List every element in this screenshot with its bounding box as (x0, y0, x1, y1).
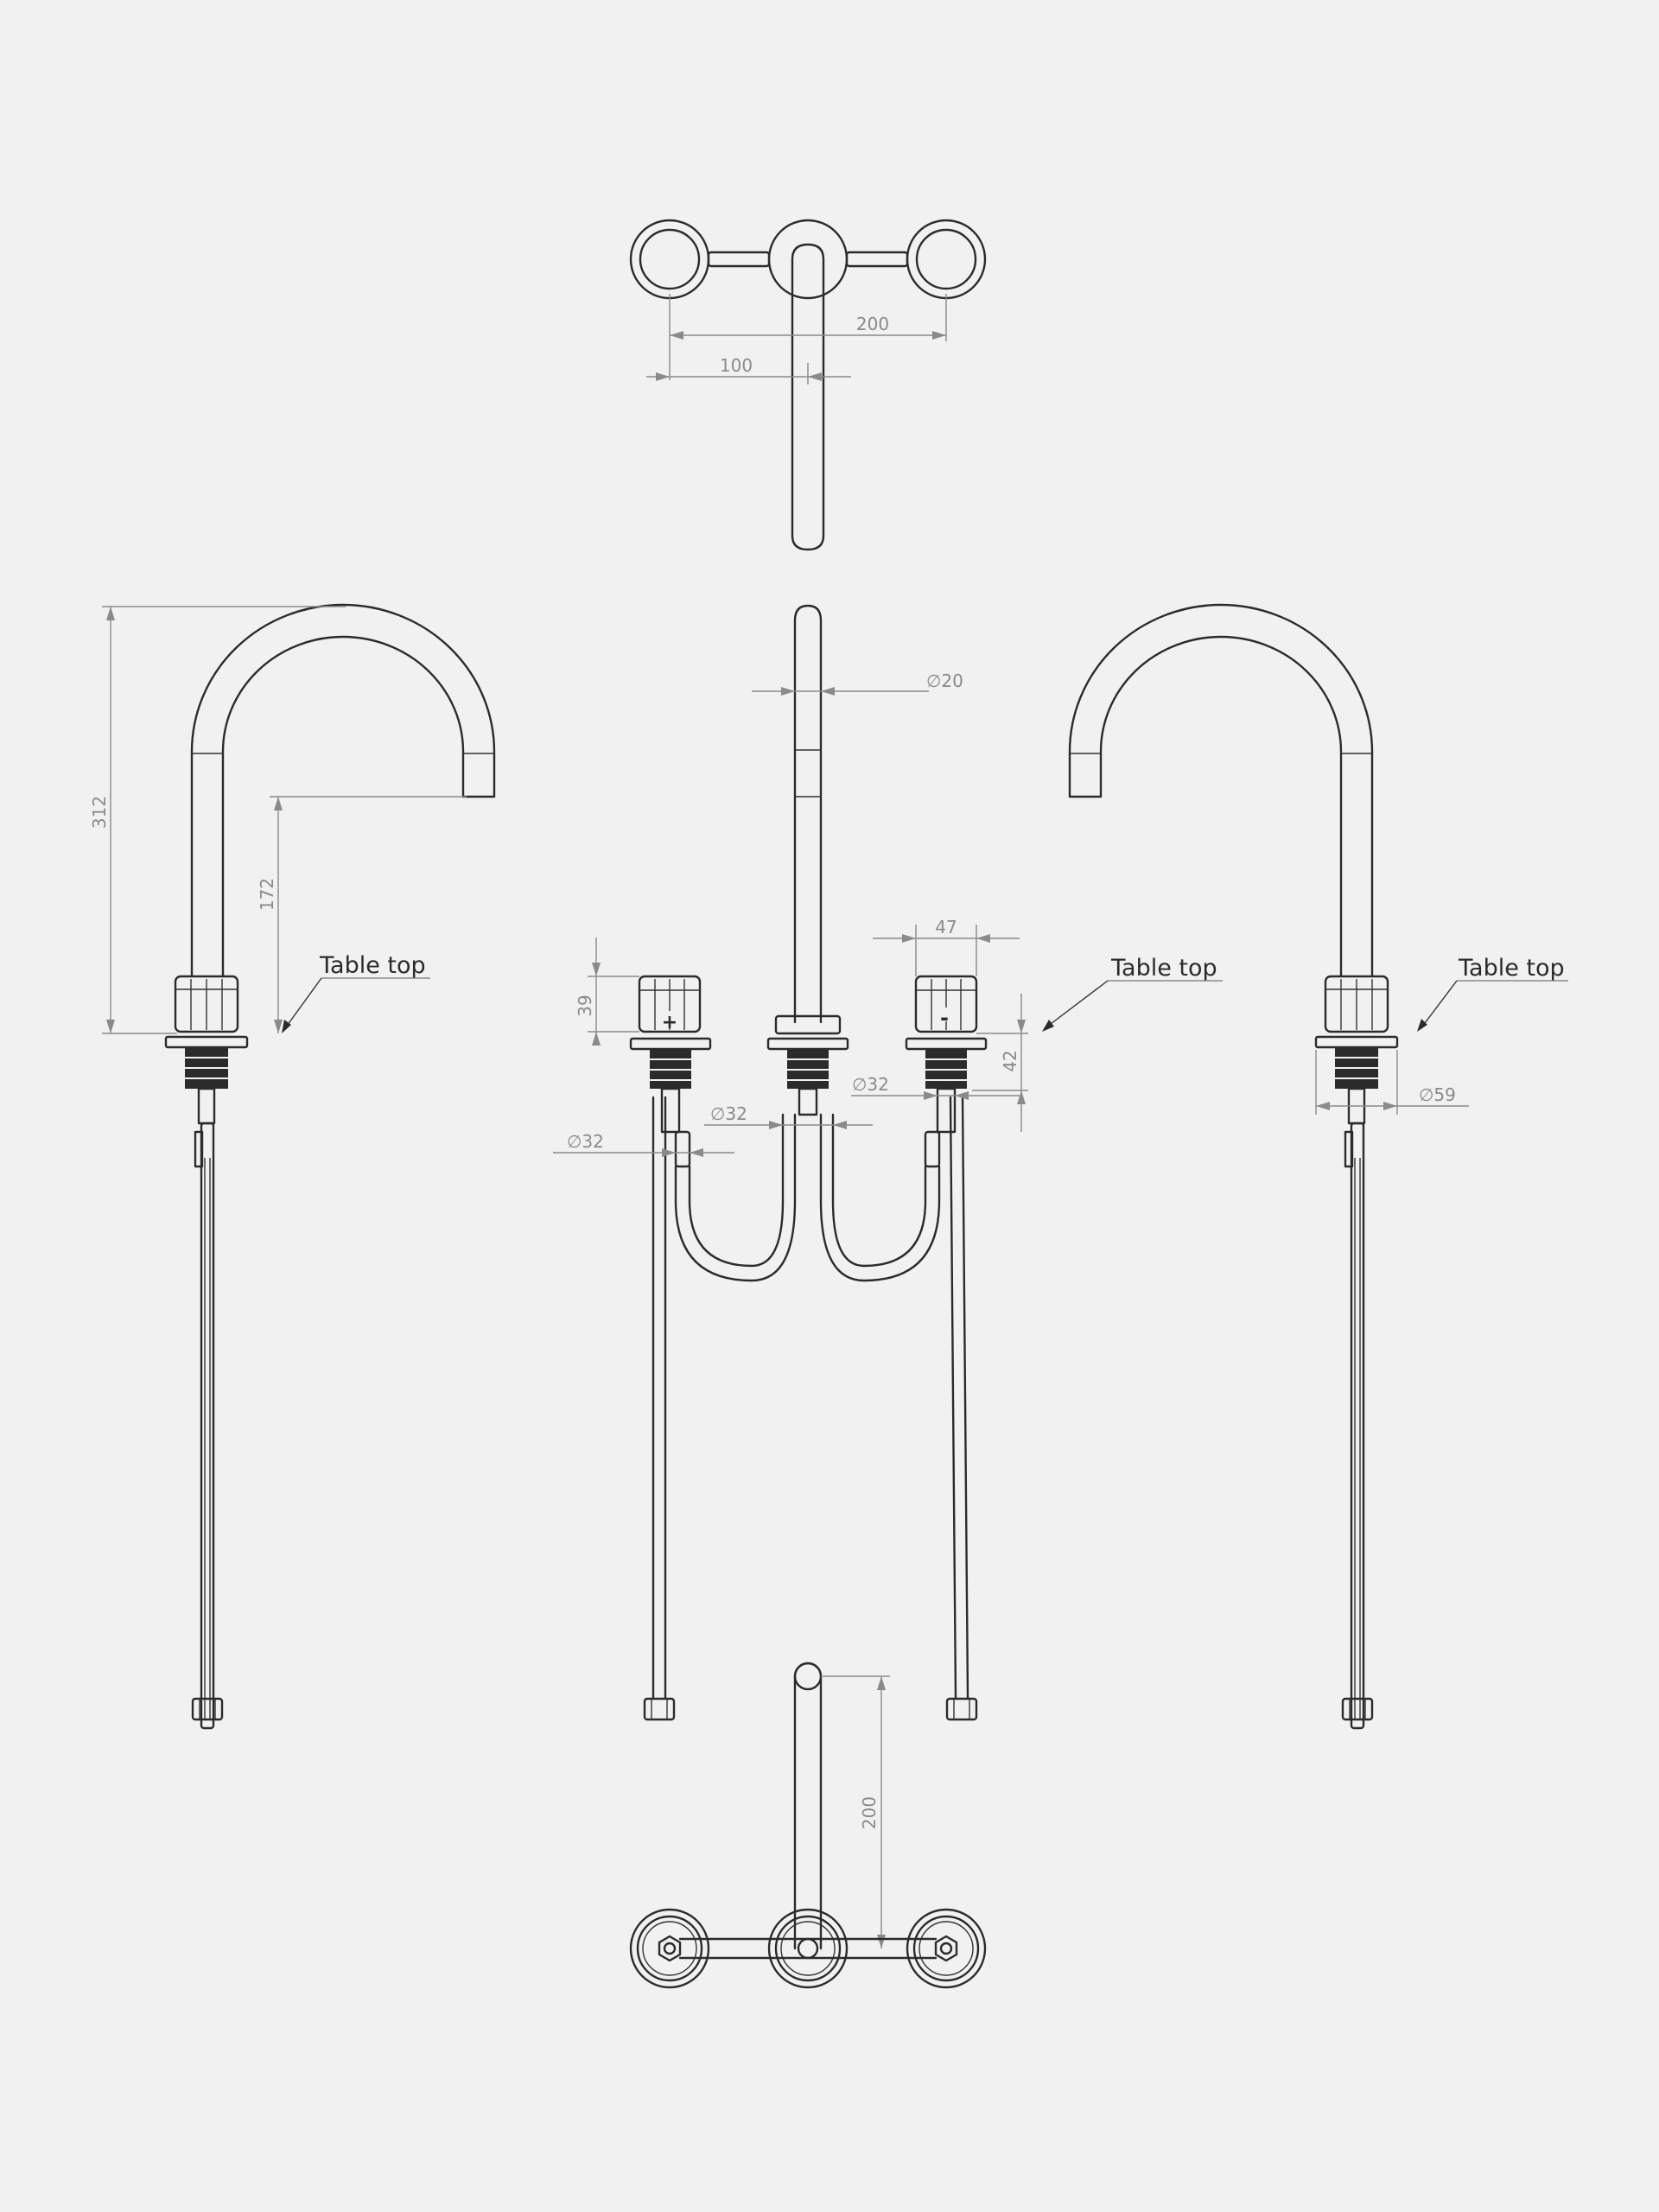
dim-47: 47 (935, 917, 957, 938)
right-side-view: ∅59 Table top (1068, 603, 1568, 1730)
hot-marker: + (662, 1012, 677, 1033)
dim-312: 312 (89, 796, 110, 829)
center-front-view: ∅20 + - (553, 604, 1223, 1721)
top-plan-view: 200 100 (629, 219, 987, 551)
dim-dia-20: ∅20 (926, 671, 963, 691)
dim-100-top: 100 (720, 355, 753, 376)
dim-dia-32-left: ∅32 (567, 1131, 604, 1152)
dim-dia-32-right: ∅32 (852, 1074, 889, 1095)
dim-dia-59: ∅59 (1419, 1084, 1456, 1105)
dim-39: 39 (575, 995, 595, 1016)
dim-200-top: 200 (856, 314, 889, 334)
dim-42: 42 (1000, 1050, 1020, 1071)
dim-172: 172 (257, 878, 277, 911)
dim-dia-32-center: ∅32 (710, 1103, 747, 1124)
table-top-label-right: Table top (1458, 955, 1565, 982)
table-top-label-left: Table top (319, 952, 426, 979)
bottom-plan-view: 200 (629, 1662, 987, 1989)
dim-200-bottom: 200 (859, 1796, 880, 1829)
table-top-label-center: Table top (1110, 955, 1217, 982)
cold-marker: - (940, 1006, 949, 1030)
left-side-view: 312 172 Table top (89, 603, 496, 1730)
